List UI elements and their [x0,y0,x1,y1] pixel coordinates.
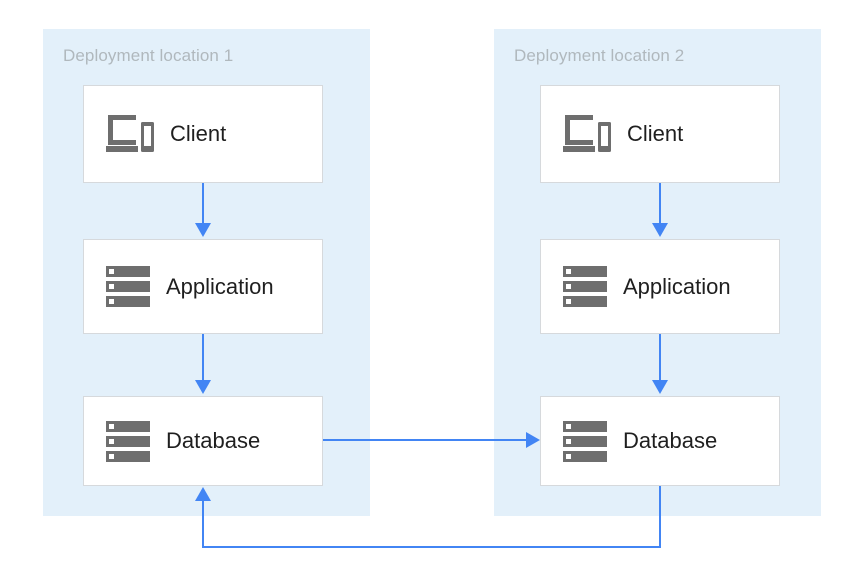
connector-return-vertical-right [659,486,661,548]
connector-application2-to-database2-arrowhead [652,380,668,394]
connector-database1-to-database2-arrowhead [526,432,540,448]
connector-application1-to-database1-arrowhead [195,380,211,394]
node-database-2[interactable]: Database [540,396,780,486]
node-application-2-label: Application [623,273,731,299]
node-application-1[interactable]: Application [83,239,323,334]
node-client-1-label: Client [170,121,227,146]
database-icon-bar [106,420,150,432]
node-application-2[interactable]: Application [540,239,780,334]
server-icon-bar [563,281,607,292]
client-devices-icon [106,113,154,155]
connector-client2-to-application2-line [659,183,661,225]
database-icon [106,419,150,463]
server-icon-bar [106,281,150,292]
zone-2-label: Deployment location 2 [514,46,685,65]
connector-client1-to-application1-line [202,183,204,225]
node-client-2-label: Client [627,121,684,146]
connector-return-arrowhead [195,487,211,501]
server-icon [106,265,150,309]
connector-client2-to-application2-arrowhead [652,223,668,237]
node-application-1-label: Application [166,273,274,299]
server-icon [563,265,607,309]
zone-1-label: Deployment location 1 [63,46,234,65]
client-devices-icon [563,113,611,155]
connector-return-vertical-left [202,500,204,546]
database-icon-bar [563,420,607,432]
database-icon-bar [563,450,607,462]
server-icon-bar [106,266,150,277]
server-icon-bar [563,296,607,307]
server-icon-bar [563,266,607,277]
database-icon-bar [106,450,150,462]
database-icon-bar [563,435,607,447]
connector-application1-to-database1-line [202,334,204,382]
connector-client1-to-application1-arrowhead [195,223,211,237]
connector-database1-to-database2-line [323,439,527,441]
node-client-2[interactable]: Client [540,85,780,183]
node-database-1[interactable]: Database [83,396,323,486]
server-icon-bar [106,296,150,307]
node-database-1-label: Database [166,428,261,453]
connector-return-horizontal [202,546,661,548]
node-client-1[interactable]: Client [83,85,323,183]
connector-application2-to-database2-line [659,334,661,382]
node-database-2-label: Database [623,428,718,453]
database-icon [563,419,607,463]
database-icon-bar [106,435,150,447]
